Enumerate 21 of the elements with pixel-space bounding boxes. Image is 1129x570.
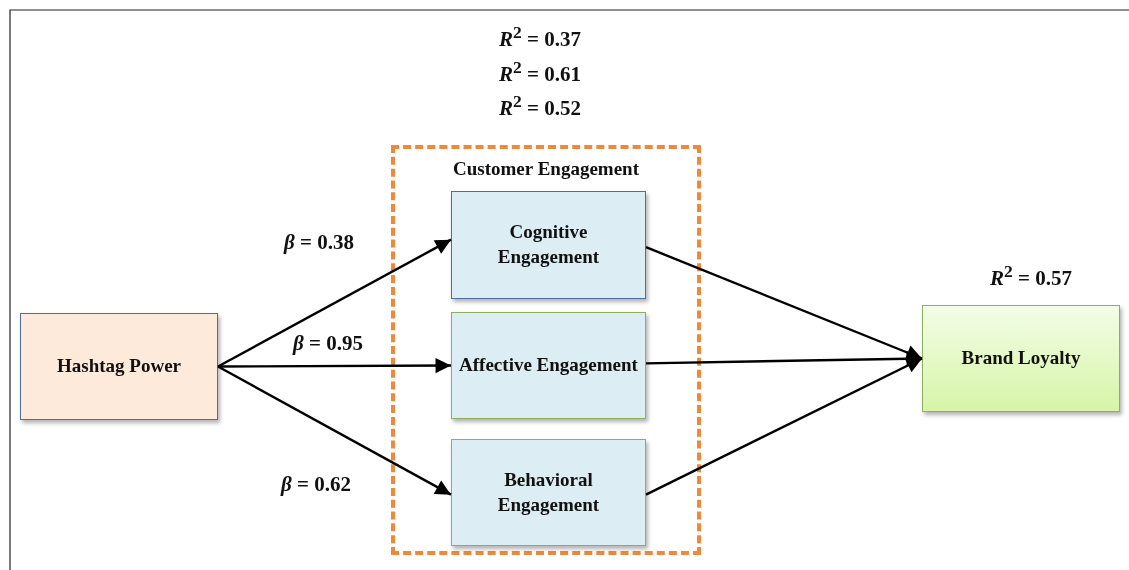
node-label: Hashtag Power: [56, 354, 182, 379]
node-label: Brand Loyalty: [960, 346, 1082, 371]
arrow: [218, 357, 451, 374]
edge-label: β = 0.38: [282, 230, 355, 255]
node-label: Affective Engagement: [458, 353, 639, 378]
construct-box: [20, 313, 218, 420]
construct-box: [922, 305, 1120, 412]
construct-box: [451, 191, 646, 299]
arrow: [645, 351, 923, 367]
group-heading: Customer Engagement: [452, 157, 640, 181]
arrow: [217, 365, 452, 496]
node-label: Behavioral Engagement: [496, 467, 601, 517]
group-frame: [391, 145, 701, 555]
arrow: [217, 238, 452, 368]
arrow: [645, 246, 923, 360]
construct-box: [451, 439, 646, 546]
construct-box: [451, 312, 646, 419]
arrow: [645, 357, 923, 496]
edge-label: β = 0.62: [279, 472, 352, 497]
edge-label: β = 0.95: [291, 331, 364, 356]
node-label: Cognitive Engagement: [496, 220, 601, 269]
